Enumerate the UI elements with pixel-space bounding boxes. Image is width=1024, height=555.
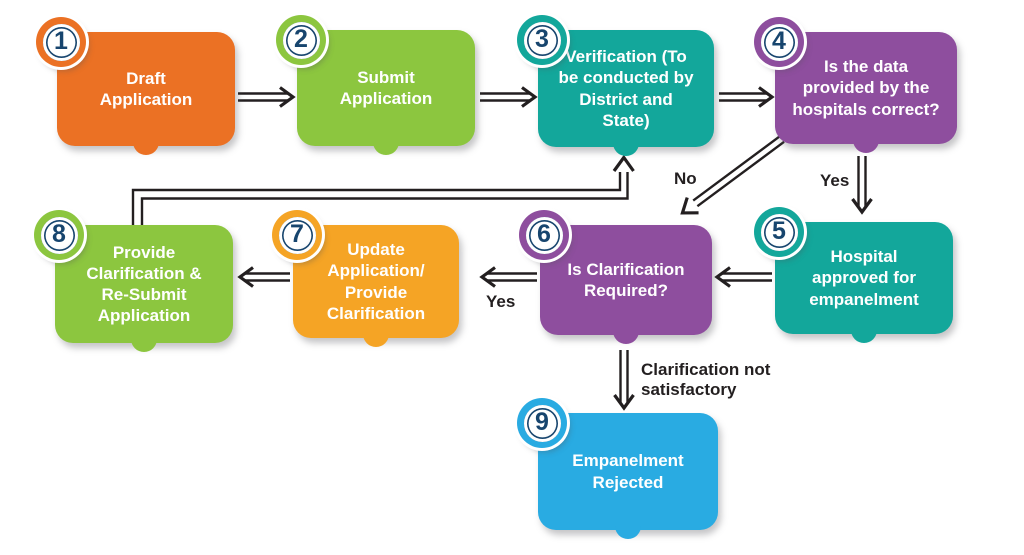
step-5-badge: 5 [754,207,804,257]
step-number: 6 [537,219,551,248]
node-label: Submit Application [339,67,433,108]
arrow-3-to-4 [719,86,775,108]
step-1-badge: 1 [36,17,86,67]
node-label: Provide Clarification & Re-Submit Applic… [86,242,202,326]
step-number: 4 [772,26,786,55]
node-label: Update Application/ Provide Clarificatio… [326,240,426,323]
node-label: Draft Application [99,68,193,109]
node-label: Verification (To be conducted by Distric… [558,47,694,130]
step-badge-ring: 1 [42,23,80,61]
arrow-6-to-7-yes [479,266,537,288]
step-badge-ring: 5 [760,213,798,251]
step-badge-ring: 8 [40,216,78,254]
node-provide-clarification-resubmit: 8 Provide Clarification & Re-Submit Appl… [34,210,233,343]
step-8-badge: 8 [34,210,84,260]
arrow-1-to-2 [238,86,296,108]
node-label: Empanelment Rejected [572,451,684,492]
step-badge-ring: 9 [523,404,561,442]
edge-label-yes-mid: Yes [486,292,516,311]
step-6-badge: 6 [519,210,569,260]
step-3-badge: 3 [517,15,567,65]
step-number: 1 [54,26,68,55]
step-number: 9 [535,407,549,436]
arrow-5-to-6 [714,266,772,288]
arrow-4-to-6-no [680,135,785,215]
step-4-badge: 4 [754,17,804,67]
step-badge-ring: 6 [525,216,563,254]
arrow-6-to-9 [613,350,635,411]
step-number: 2 [294,24,308,53]
step-number: 8 [52,219,66,248]
step-number: 5 [772,216,786,245]
step-number: 7 [290,219,304,248]
node-verification: 3 Verification (To be conducted by Distr… [517,15,714,147]
step-badge-ring: 4 [760,23,798,61]
step-2-badge: 2 [276,15,326,65]
node-hospital-approved: 5 Hospital approved for empanelment [754,207,953,334]
arrow-7-to-8 [237,266,290,288]
edge-label-clarification-not-satisfactory: Clarification not satisfactory [641,360,771,400]
node-submit-application: 2 Submit Application [276,15,475,146]
node-label: Is Clarification Required? [567,259,685,300]
step-badge-ring: 3 [523,21,561,59]
arrow-8-to-3-feedback [131,154,635,226]
step-9-badge: 9 [517,398,567,448]
node-label: Hospital approved for empanelment [809,247,919,309]
edge-label-yes-top: Yes [820,171,850,190]
step-badge-ring: 7 [278,216,316,254]
arrow-4-to-5-yes [851,156,873,215]
node-clarification-required-question: 6 Is Clarification Required? [519,210,712,335]
node-empanelment-rejected: 9 Empanelment Rejected [517,398,718,530]
node-update-application: 7 Update Application/ Provide Clarificat… [272,210,459,338]
arrow-2-to-3 [480,86,538,108]
edge-label-no: No [674,169,697,188]
node-data-correct-question: 4 Is the data provided by the hospitals … [754,17,957,144]
node-draft-application: 1 Draft Application [36,17,235,146]
step-number: 3 [535,24,549,53]
step-badge-ring: 2 [282,21,320,59]
step-7-badge: 7 [272,210,322,260]
node-label: Is the data provided by the hospitals co… [792,57,940,119]
